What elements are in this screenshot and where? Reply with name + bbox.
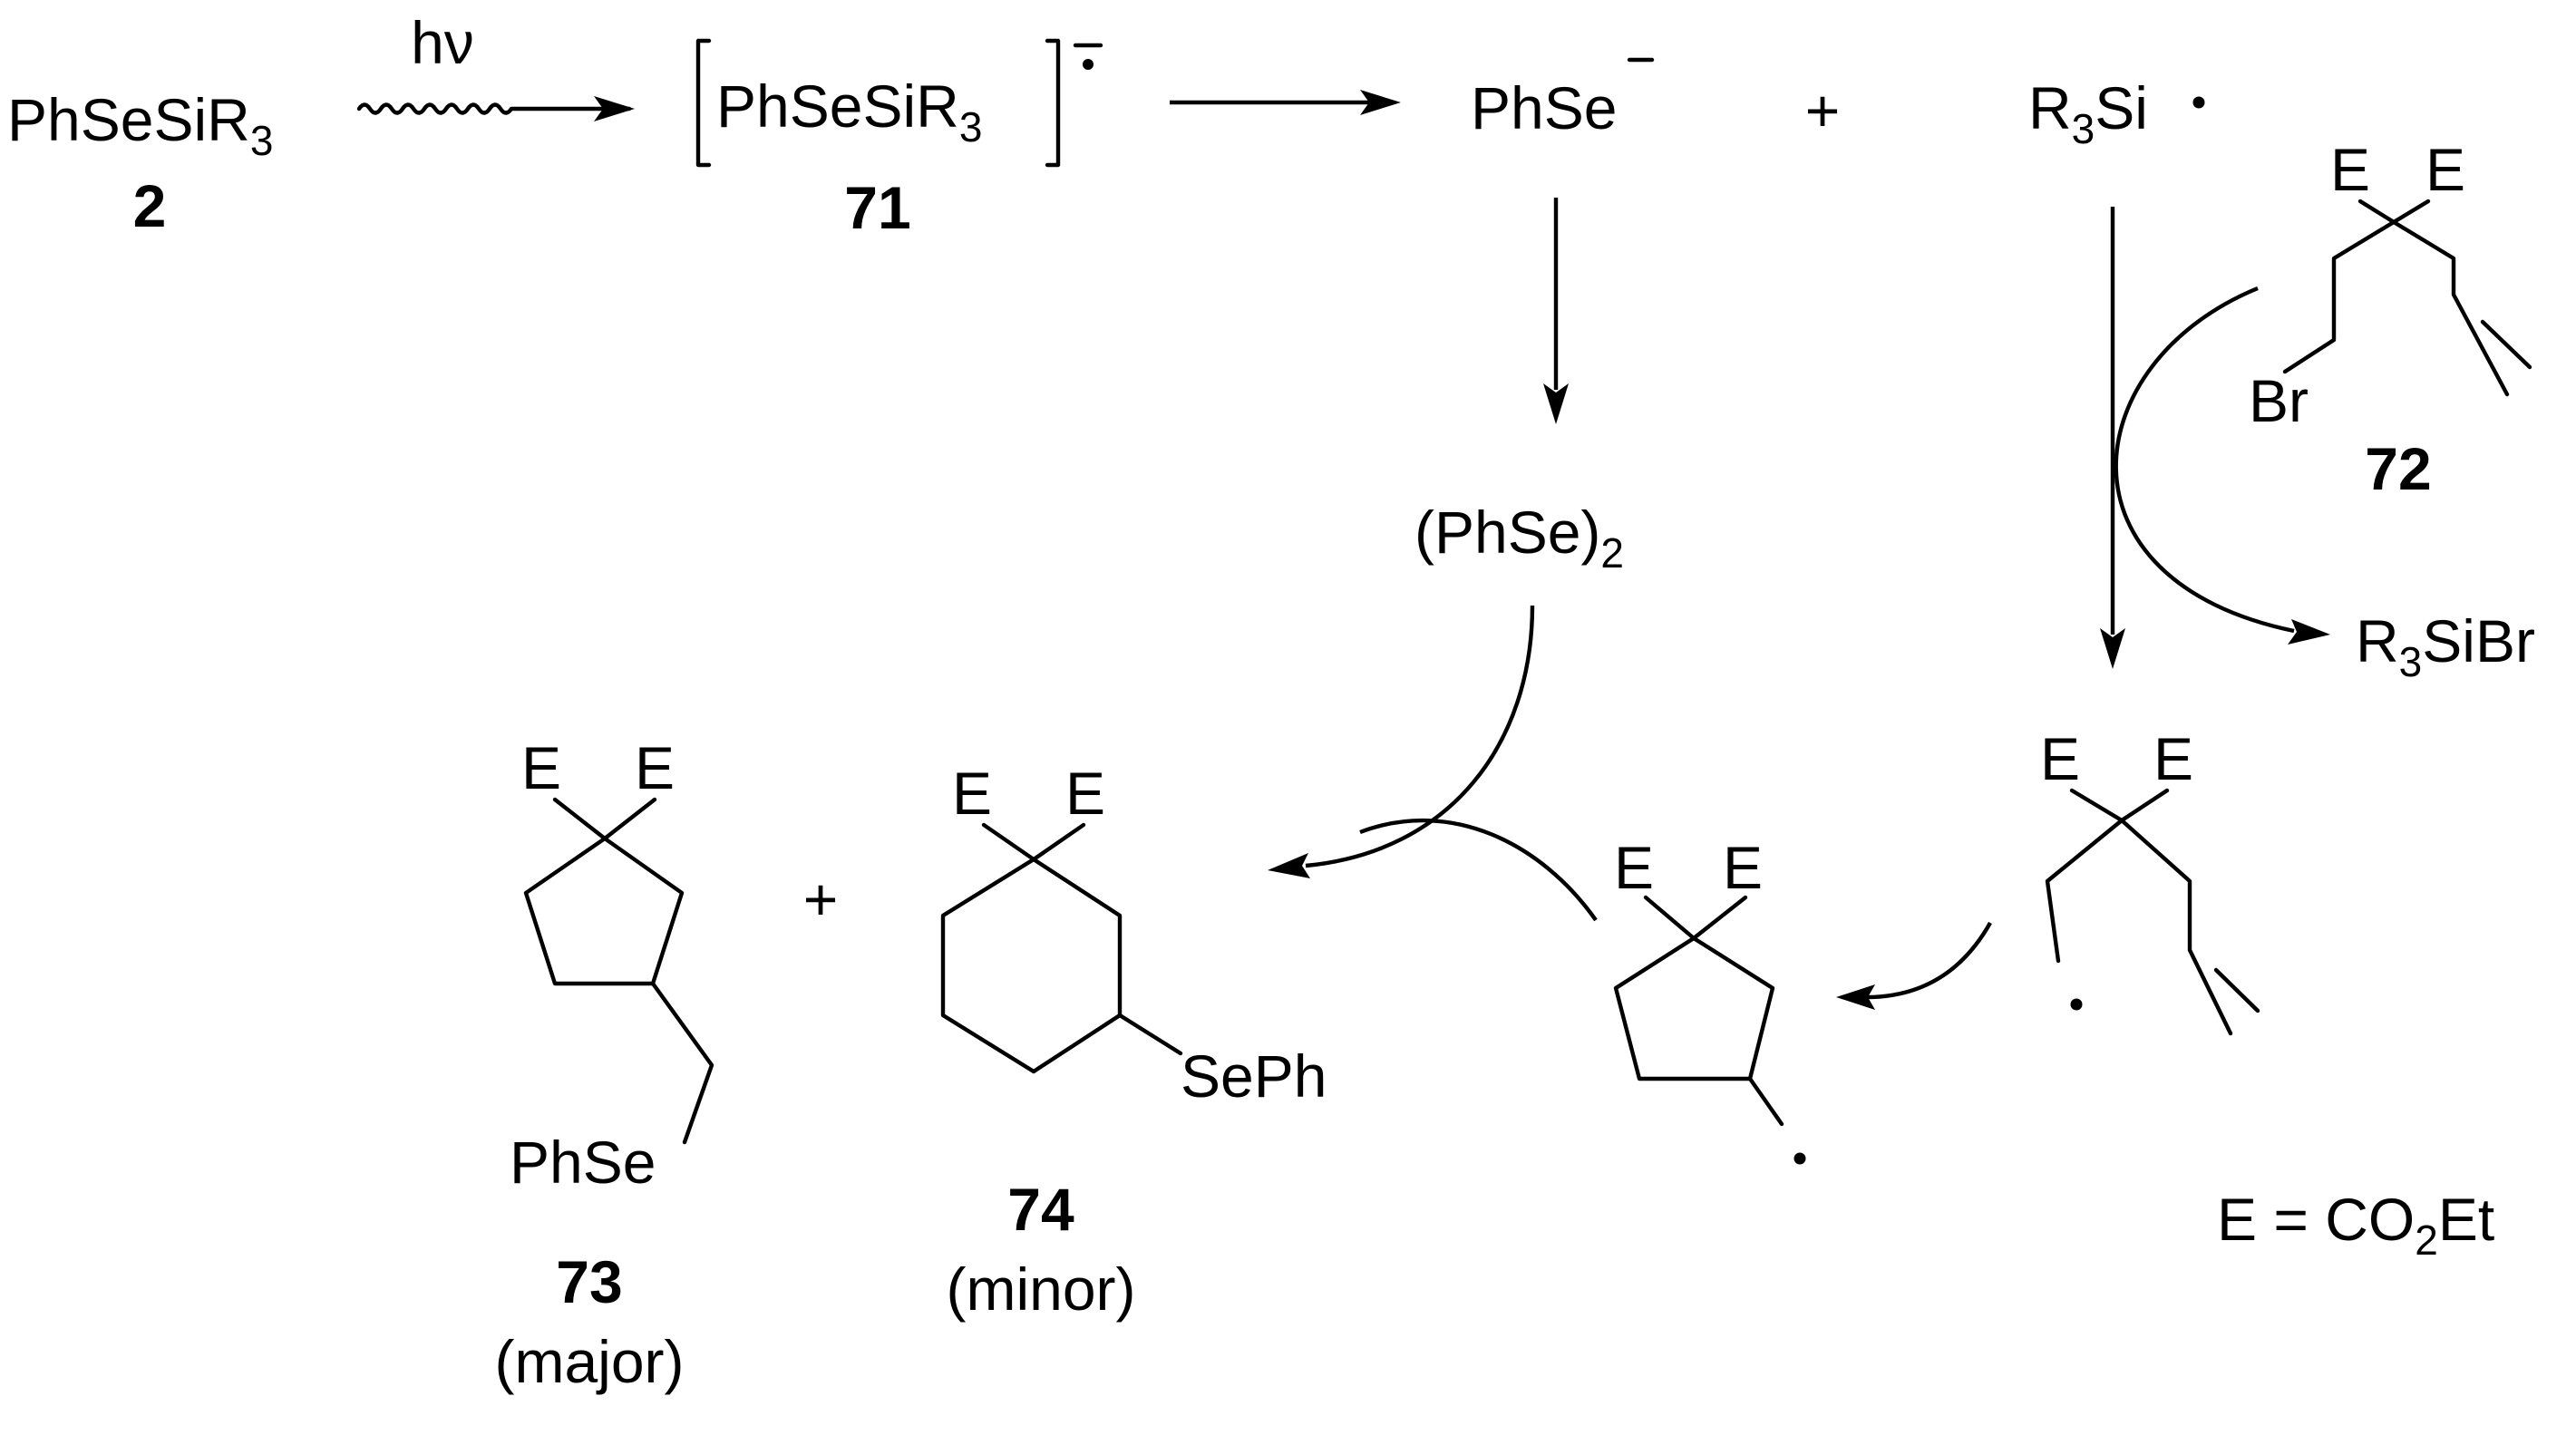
- compound-2: PhSeSiR3 2: [7, 86, 273, 239]
- bracket-left: [695, 38, 712, 168]
- product-74-e-left: E: [952, 760, 992, 827]
- open-radical-e-left: E: [2040, 725, 2080, 792]
- compound-71-number: 71: [844, 174, 910, 241]
- product-74-substituent: SePh: [1181, 1042, 1327, 1110]
- radical-dot: [1083, 59, 1094, 70]
- product-73-e-right: E: [635, 734, 675, 801]
- silyl-radical-dot: [2192, 96, 2205, 109]
- cyclized-radical: E E: [1613, 834, 1806, 1165]
- open-radical-e-right: E: [2153, 725, 2193, 792]
- product-74: E E SePh 74 (minor): [940, 760, 1327, 1323]
- cyclization-arrow: [1836, 921, 1992, 1010]
- product-74-number: 74: [1007, 1176, 1074, 1243]
- product-74-gem-diester: [981, 822, 1086, 862]
- product-73-substituent: PhSe: [510, 1129, 656, 1196]
- compound-2-formula: PhSeSiR3: [7, 86, 273, 164]
- compound-72-number: 72: [2365, 435, 2431, 502]
- compound-72: E E Br 72: [2249, 136, 2532, 502]
- silyl-radical: R3Si: [2028, 74, 2205, 152]
- product-73-number: 73: [556, 1248, 622, 1315]
- plus-sign-products: +: [803, 866, 839, 933]
- phse-formula: PhSe: [1471, 74, 1617, 141]
- open-radical-alkene-second-bond: [2213, 967, 2260, 1013]
- open-radical-quaternary-carbon: [2069, 788, 2170, 823]
- compound-72-allyl-chain: [2391, 219, 2510, 397]
- compound-72-bromine: Br: [2249, 367, 2309, 434]
- compound-72-e-left: E: [2330, 136, 2370, 203]
- compound-72-quaternary-carbon: [2357, 199, 2431, 225]
- radical-anion-71: PhSeSiR3 71: [695, 38, 1103, 241]
- cyclized-radical-e-right: E: [1723, 834, 1763, 901]
- light-label: hν: [411, 9, 474, 76]
- bromine-abstraction-arrow: [2100, 207, 2125, 669]
- product-74-ring: [940, 857, 1123, 1074]
- bracket-right: [1045, 38, 1061, 168]
- dimerization-arrow: [1543, 198, 1569, 424]
- photolysis-arrow: [356, 96, 635, 121]
- compound-2-number: 2: [133, 172, 167, 239]
- open-chain-radical: E E: [2040, 725, 2260, 1036]
- product-74-c-se-bond: [1117, 1013, 1183, 1056]
- diselenide-formula: (PhSe)2: [1414, 499, 1624, 577]
- compound-71-formula: PhSeSiR3: [716, 73, 982, 150]
- cyclized-radical-dot: [1793, 1152, 1806, 1165]
- product-74-e-right: E: [1065, 760, 1105, 827]
- cyclized-radical-ring: [1613, 936, 1775, 1081]
- cyclized-radical-methylene: [1747, 1076, 1784, 1127]
- silyl-bromide-formula: R3SiBr: [2356, 607, 2535, 685]
- silyl-bromide-curved-arrow: [2114, 286, 2330, 645]
- silyl-radical-formula: R3Si: [2028, 74, 2148, 152]
- open-radical-allyl-chain: [2119, 818, 2233, 1036]
- selenation-arrow-from-diselenide: [1268, 605, 1535, 878]
- product-74-note: (minor): [947, 1256, 1136, 1323]
- product-73-note: (major): [495, 1328, 685, 1395]
- plus-sign-top: +: [1805, 77, 1841, 144]
- product-73-ring: [523, 836, 685, 986]
- product-73-methylene: [650, 981, 714, 1145]
- open-radical-ethyl-chain: [2045, 818, 2124, 964]
- product-73: E E PhSe 73 (major): [495, 734, 714, 1395]
- product-73-e-left: E: [521, 734, 561, 801]
- selenation-arrow-from-radical: [1359, 818, 1598, 922]
- compound-72-e-right: E: [2425, 136, 2465, 203]
- compound-72-bromoethyl-chain: [2282, 219, 2396, 374]
- phenylselenide-anion: PhSe: [1471, 57, 1655, 141]
- product-73-gem-diester: [552, 797, 657, 841]
- cyclized-radical-e-left: E: [1614, 834, 1654, 901]
- cyclized-radical-gem-diester: [1643, 895, 1748, 941]
- fragmentation-arrow: [1170, 90, 1401, 115]
- open-radical-dot: [2070, 998, 2083, 1011]
- ester-legend: E = CO2Et: [2217, 1186, 2494, 1264]
- compound-72-alkene-second-bond: [2480, 319, 2532, 370]
